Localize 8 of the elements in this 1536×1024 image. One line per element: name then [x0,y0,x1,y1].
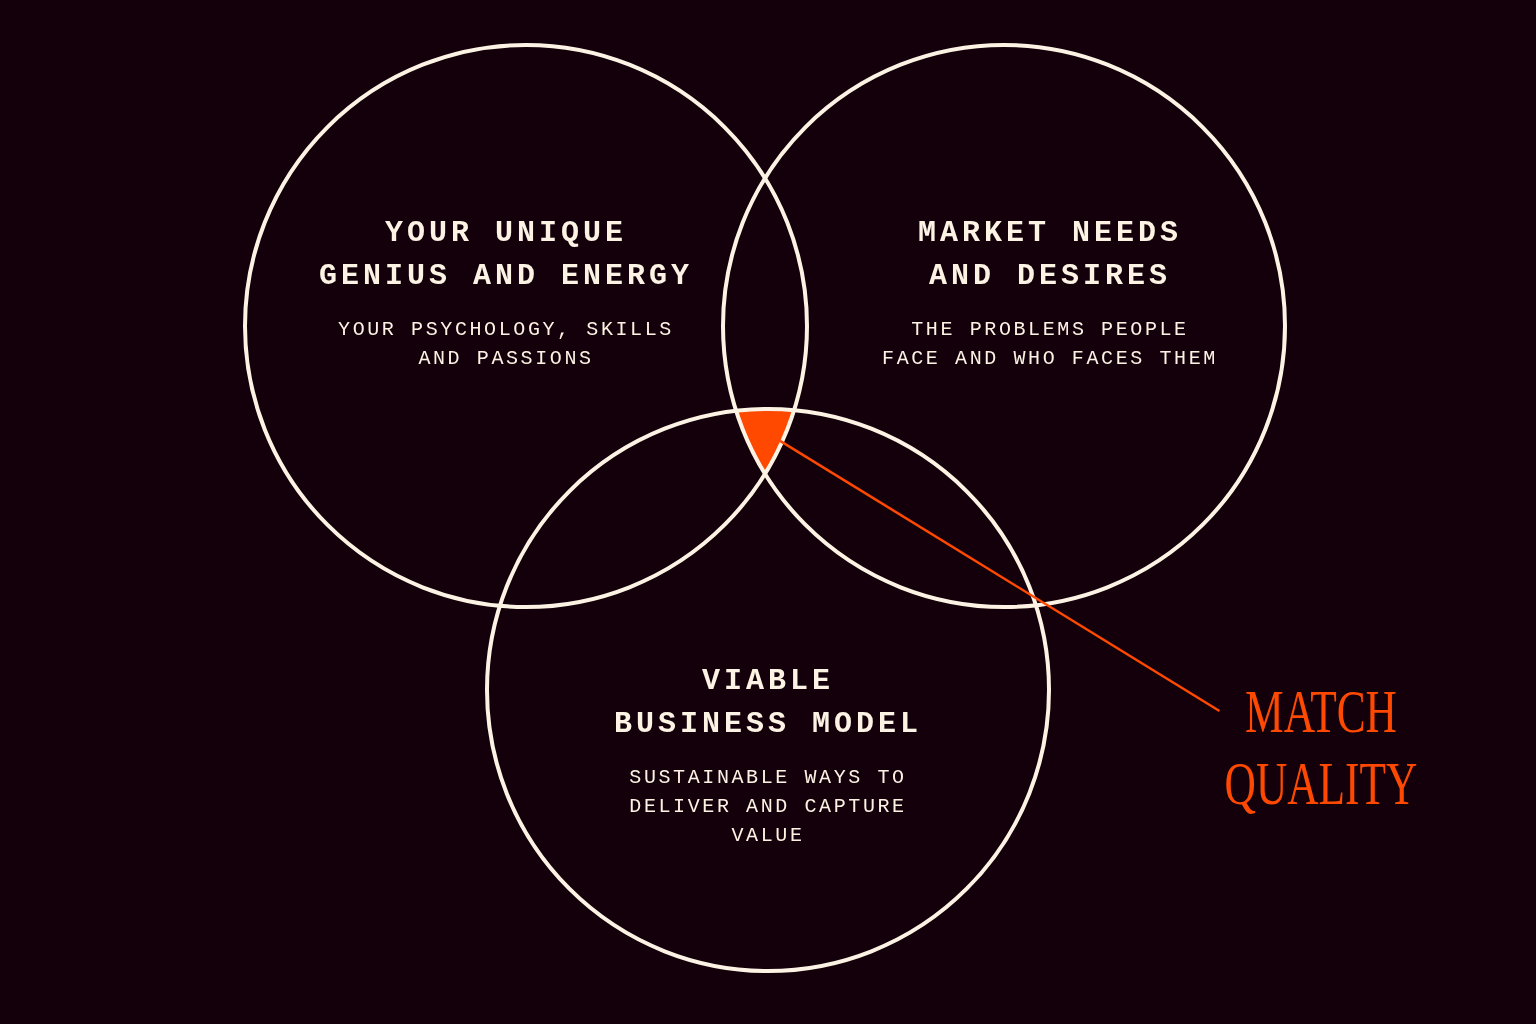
circle-title: VIABLE BUSINESS MODEL [612,663,923,743]
circle-title: YOUR UNIQUE GENIUS AND ENERGY [317,215,695,295]
circle-description: SUSTAINABLE WAYS TO DELIVER AND CAPTURE VALUE [628,765,908,849]
circle-description: THE PROBLEMS PEOPLE FACE AND WHO FACES THEM [881,317,1219,372]
circle-description: YOUR PSYCHOLOGY, SKILLS AND PASSIONS [337,317,675,372]
leader-line [779,439,1221,713]
circle-title: MARKET NEEDS AND DESIRES [916,215,1183,295]
callout-label: MATCH QUALITY [1219,674,1423,819]
